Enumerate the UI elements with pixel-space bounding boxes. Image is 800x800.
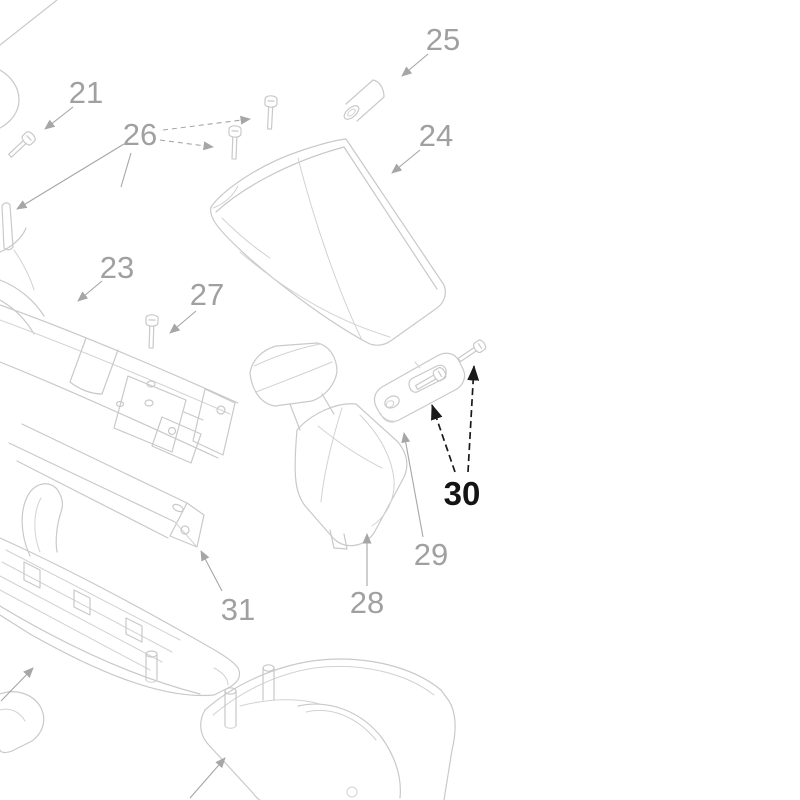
corner-fragment-drawing xyxy=(0,0,58,129)
callout-25: 25 xyxy=(426,22,460,57)
callout-30-highlighted: 30 xyxy=(444,475,481,512)
callout-labels: 21 26 25 24 23 27 28 29 30 31 xyxy=(69,22,481,627)
leader-30-right xyxy=(467,365,480,473)
leader-lines xyxy=(0,53,480,799)
part-23-arm-drawing xyxy=(0,202,239,464)
leader-base-tray xyxy=(0,667,34,702)
leader-bottom-shell xyxy=(189,757,226,799)
callout-23: 23 xyxy=(100,250,134,285)
leader-27 xyxy=(169,310,197,334)
bottom-shell-drawing xyxy=(200,658,456,800)
leader-23 xyxy=(77,280,103,302)
leader-21 xyxy=(44,106,74,130)
callout-26: 26 xyxy=(123,117,157,152)
callout-28: 28 xyxy=(350,585,384,620)
leader-26-screw-a xyxy=(162,115,251,131)
part-26-screw-b-drawing xyxy=(228,125,242,160)
base-tray-drawing xyxy=(0,483,241,697)
part-30-screw-loose-drawing xyxy=(457,339,487,363)
leader-26-short xyxy=(120,152,132,188)
callout-29: 29 xyxy=(414,537,448,572)
leader-24 xyxy=(391,149,421,174)
part-24-console-drawing xyxy=(210,138,446,346)
part-31-tube-drawing xyxy=(8,423,205,548)
leader-26-long xyxy=(16,143,125,210)
leader-29 xyxy=(401,432,424,538)
callout-27: 27 xyxy=(190,277,224,312)
part-29-clamp-plate-drawing xyxy=(373,352,466,423)
leader-25 xyxy=(401,53,429,77)
part-25-pin-drawing xyxy=(343,79,385,122)
callout-24: 24 xyxy=(419,118,453,153)
part-28-roller-bracket-drawing xyxy=(249,342,408,550)
corner-cap-drawing xyxy=(0,691,45,754)
leader-31 xyxy=(200,550,223,592)
part-26-screw-a-drawing xyxy=(264,95,278,130)
callout-21: 21 xyxy=(69,75,103,110)
callout-31: 31 xyxy=(221,592,255,627)
leader-30-left xyxy=(431,404,456,473)
part-21-screw-drawing xyxy=(8,131,36,158)
part-27-screw-drawing xyxy=(145,314,159,349)
part-30-screw-in-slot-drawing xyxy=(414,366,447,391)
leader-26-screw-b xyxy=(159,139,214,151)
